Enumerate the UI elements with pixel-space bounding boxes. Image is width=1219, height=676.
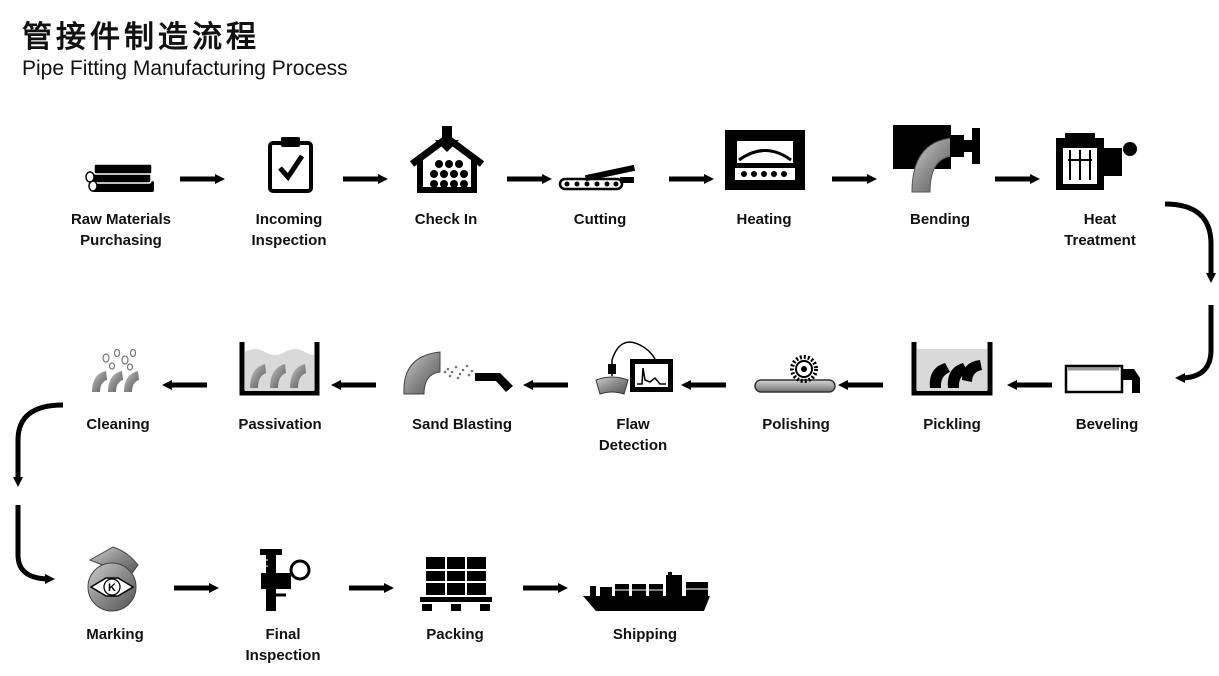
step-label: Bending bbox=[860, 209, 1020, 230]
step-label-line: Inspection bbox=[251, 232, 327, 249]
step-label: Cutting bbox=[520, 209, 680, 230]
step-label: Check In bbox=[366, 209, 526, 230]
step-label-line: Incoming bbox=[255, 211, 323, 228]
step-label-line: Final bbox=[265, 626, 301, 643]
step-label-line: Cleaning bbox=[86, 416, 150, 433]
step-label-line: Inspection bbox=[245, 647, 321, 664]
step-label-line: Passivation bbox=[238, 416, 322, 433]
furnace-icon bbox=[725, 130, 805, 190]
pallet-boxes-icon bbox=[420, 557, 492, 611]
flow-arrow-curved bbox=[13, 402, 64, 487]
step-label-line: Shipping bbox=[612, 626, 678, 643]
step-label-line: Bending bbox=[910, 211, 970, 228]
step-label: Packing bbox=[375, 624, 535, 645]
step-label-line: Polishing bbox=[762, 416, 830, 433]
step-label-line: Check In bbox=[414, 211, 478, 228]
saw-conveyor-icon bbox=[558, 164, 636, 191]
beveling-machine-icon bbox=[1064, 364, 1140, 394]
step-label-line: Flaw bbox=[616, 416, 650, 433]
step-label-line: Heat bbox=[1083, 211, 1117, 228]
clipboard-check-icon bbox=[268, 137, 313, 193]
step-label: Shipping bbox=[565, 624, 725, 645]
step-label-line: Beveling bbox=[1075, 416, 1139, 433]
step-label-line: Raw Materials bbox=[70, 211, 172, 228]
step-label: Sand Blasting bbox=[382, 414, 542, 435]
step-label-line: Marking bbox=[86, 626, 144, 643]
marking-logo-icon: K bbox=[87, 546, 139, 612]
flow-arrow-curved bbox=[1164, 201, 1216, 283]
step-label-line: Packing bbox=[426, 626, 484, 643]
step-label: Passivation bbox=[200, 414, 360, 435]
step-label-line: Sand Blasting bbox=[411, 416, 512, 433]
step-label-line: Detection bbox=[598, 437, 668, 454]
step-label-line: Heating bbox=[736, 211, 792, 228]
passivation-tank-icon bbox=[239, 342, 320, 396]
caliper-gauge-icon bbox=[260, 549, 311, 611]
cleaning-bubbles-icon bbox=[92, 348, 139, 392]
polishing-wheel-icon bbox=[754, 355, 836, 393]
flow-arrow-curved bbox=[1175, 305, 1214, 383]
step-label-line: Cutting bbox=[573, 211, 627, 228]
step-label: Cleaning bbox=[38, 414, 198, 435]
sand-blasting-icon bbox=[403, 351, 513, 395]
marking-logo-letter: K bbox=[108, 582, 116, 594]
pipe-stack-icon bbox=[85, 163, 154, 192]
step-label: Beveling bbox=[1027, 414, 1187, 435]
page-title-english: Pipe Fitting Manufacturing Process bbox=[22, 57, 348, 80]
flow-arrow-curved bbox=[15, 505, 55, 584]
cargo-ship-icon bbox=[583, 572, 710, 611]
step-label-line: Pickling bbox=[923, 416, 981, 433]
pickling-tank-icon bbox=[911, 342, 993, 396]
step-label: Polishing bbox=[716, 414, 876, 435]
step-label: Marking bbox=[35, 624, 195, 645]
pipe-bender-icon bbox=[893, 125, 980, 193]
step-label-line: Purchasing bbox=[80, 232, 162, 249]
ultrasonic-detector-icon bbox=[595, 341, 673, 395]
warehouse-icon bbox=[409, 126, 485, 193]
heat-treatment-machine-icon bbox=[1056, 133, 1137, 190]
step-label: Heating bbox=[684, 209, 844, 230]
step-label-line: Treatment bbox=[1064, 232, 1136, 249]
step-label: Pickling bbox=[872, 414, 1032, 435]
page-title-chinese: 管接件制造流程 bbox=[22, 20, 260, 55]
